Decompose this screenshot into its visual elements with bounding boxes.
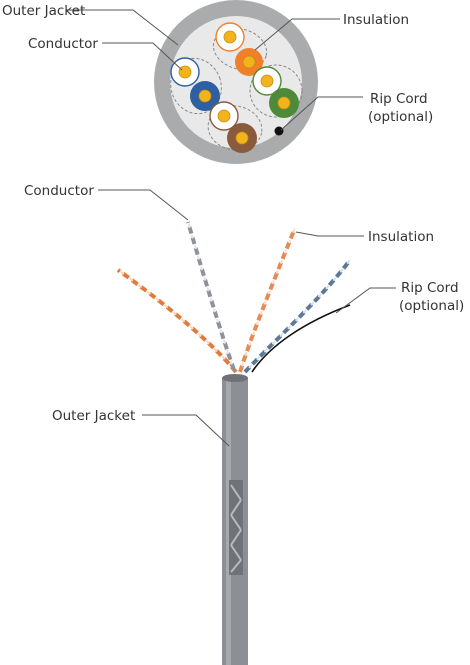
pair-green (252, 66, 299, 118)
conductor-core (217, 109, 231, 123)
leader-insulation-top (254, 18, 340, 51)
conductor-core (260, 74, 274, 88)
rip-cord-dot (274, 126, 284, 136)
leader-outer-jacket-bottom (142, 414, 230, 447)
pair-orange-right (238, 227, 297, 373)
label-rip-cord-optional-top: (optional) (368, 109, 433, 125)
label-conductor-bottom: Conductor (24, 183, 94, 199)
leader-rip-cord-top (280, 96, 363, 131)
cable-jacket-highlight (226, 378, 231, 665)
pair-brown (209, 101, 257, 153)
label-rip-cord-top: Rip Cord (370, 91, 428, 107)
conductor-core (235, 131, 249, 145)
pair-envelope-blue (170, 57, 222, 115)
label-insulation-bottom: Insulation (368, 229, 434, 245)
label-rip-cord-optional-bottom: (optional) (399, 298, 464, 314)
leader-conductor-bottom (98, 189, 189, 221)
label-outer-jacket-top: Outer Jacket (2, 3, 85, 19)
rip-cord-wire (251, 304, 351, 373)
pair-envelope-green (249, 64, 303, 118)
leader-conductor-top (102, 42, 183, 71)
conductor-core (277, 96, 291, 110)
cable-jacket-end (222, 374, 248, 382)
conductor-core (242, 55, 256, 69)
pair-orange (215, 22, 263, 76)
pair-gray-left (186, 221, 236, 371)
cable-view: Conductor Insulation Rip Cord (optional)… (24, 183, 464, 665)
pair-blue-right (243, 258, 352, 374)
jacket-inner-space (170, 16, 302, 148)
pair-orange-left (116, 268, 238, 374)
label-insulation-top: Insulation (343, 12, 409, 28)
cross-section: Outer Jacket Conductor Insulation Rip Co… (2, 0, 433, 164)
leader-outer-jacket-top (66, 9, 179, 46)
leader-rip-cord-bottom (335, 287, 396, 314)
label-rip-cord-bottom: Rip Cord (401, 280, 459, 296)
conductor-core (198, 89, 212, 103)
pair-envelope-brown (207, 105, 263, 151)
conductor-core (178, 65, 192, 79)
pair-blue (170, 57, 220, 111)
conductor-core (223, 30, 237, 44)
label-conductor-top: Conductor (28, 36, 98, 52)
jacket-window (229, 480, 243, 575)
pair-envelope-orange (212, 27, 268, 71)
leader-insulation-bottom (295, 231, 364, 237)
label-outer-jacket-bottom: Outer Jacket (52, 408, 135, 424)
pair-envelopes (170, 27, 303, 151)
